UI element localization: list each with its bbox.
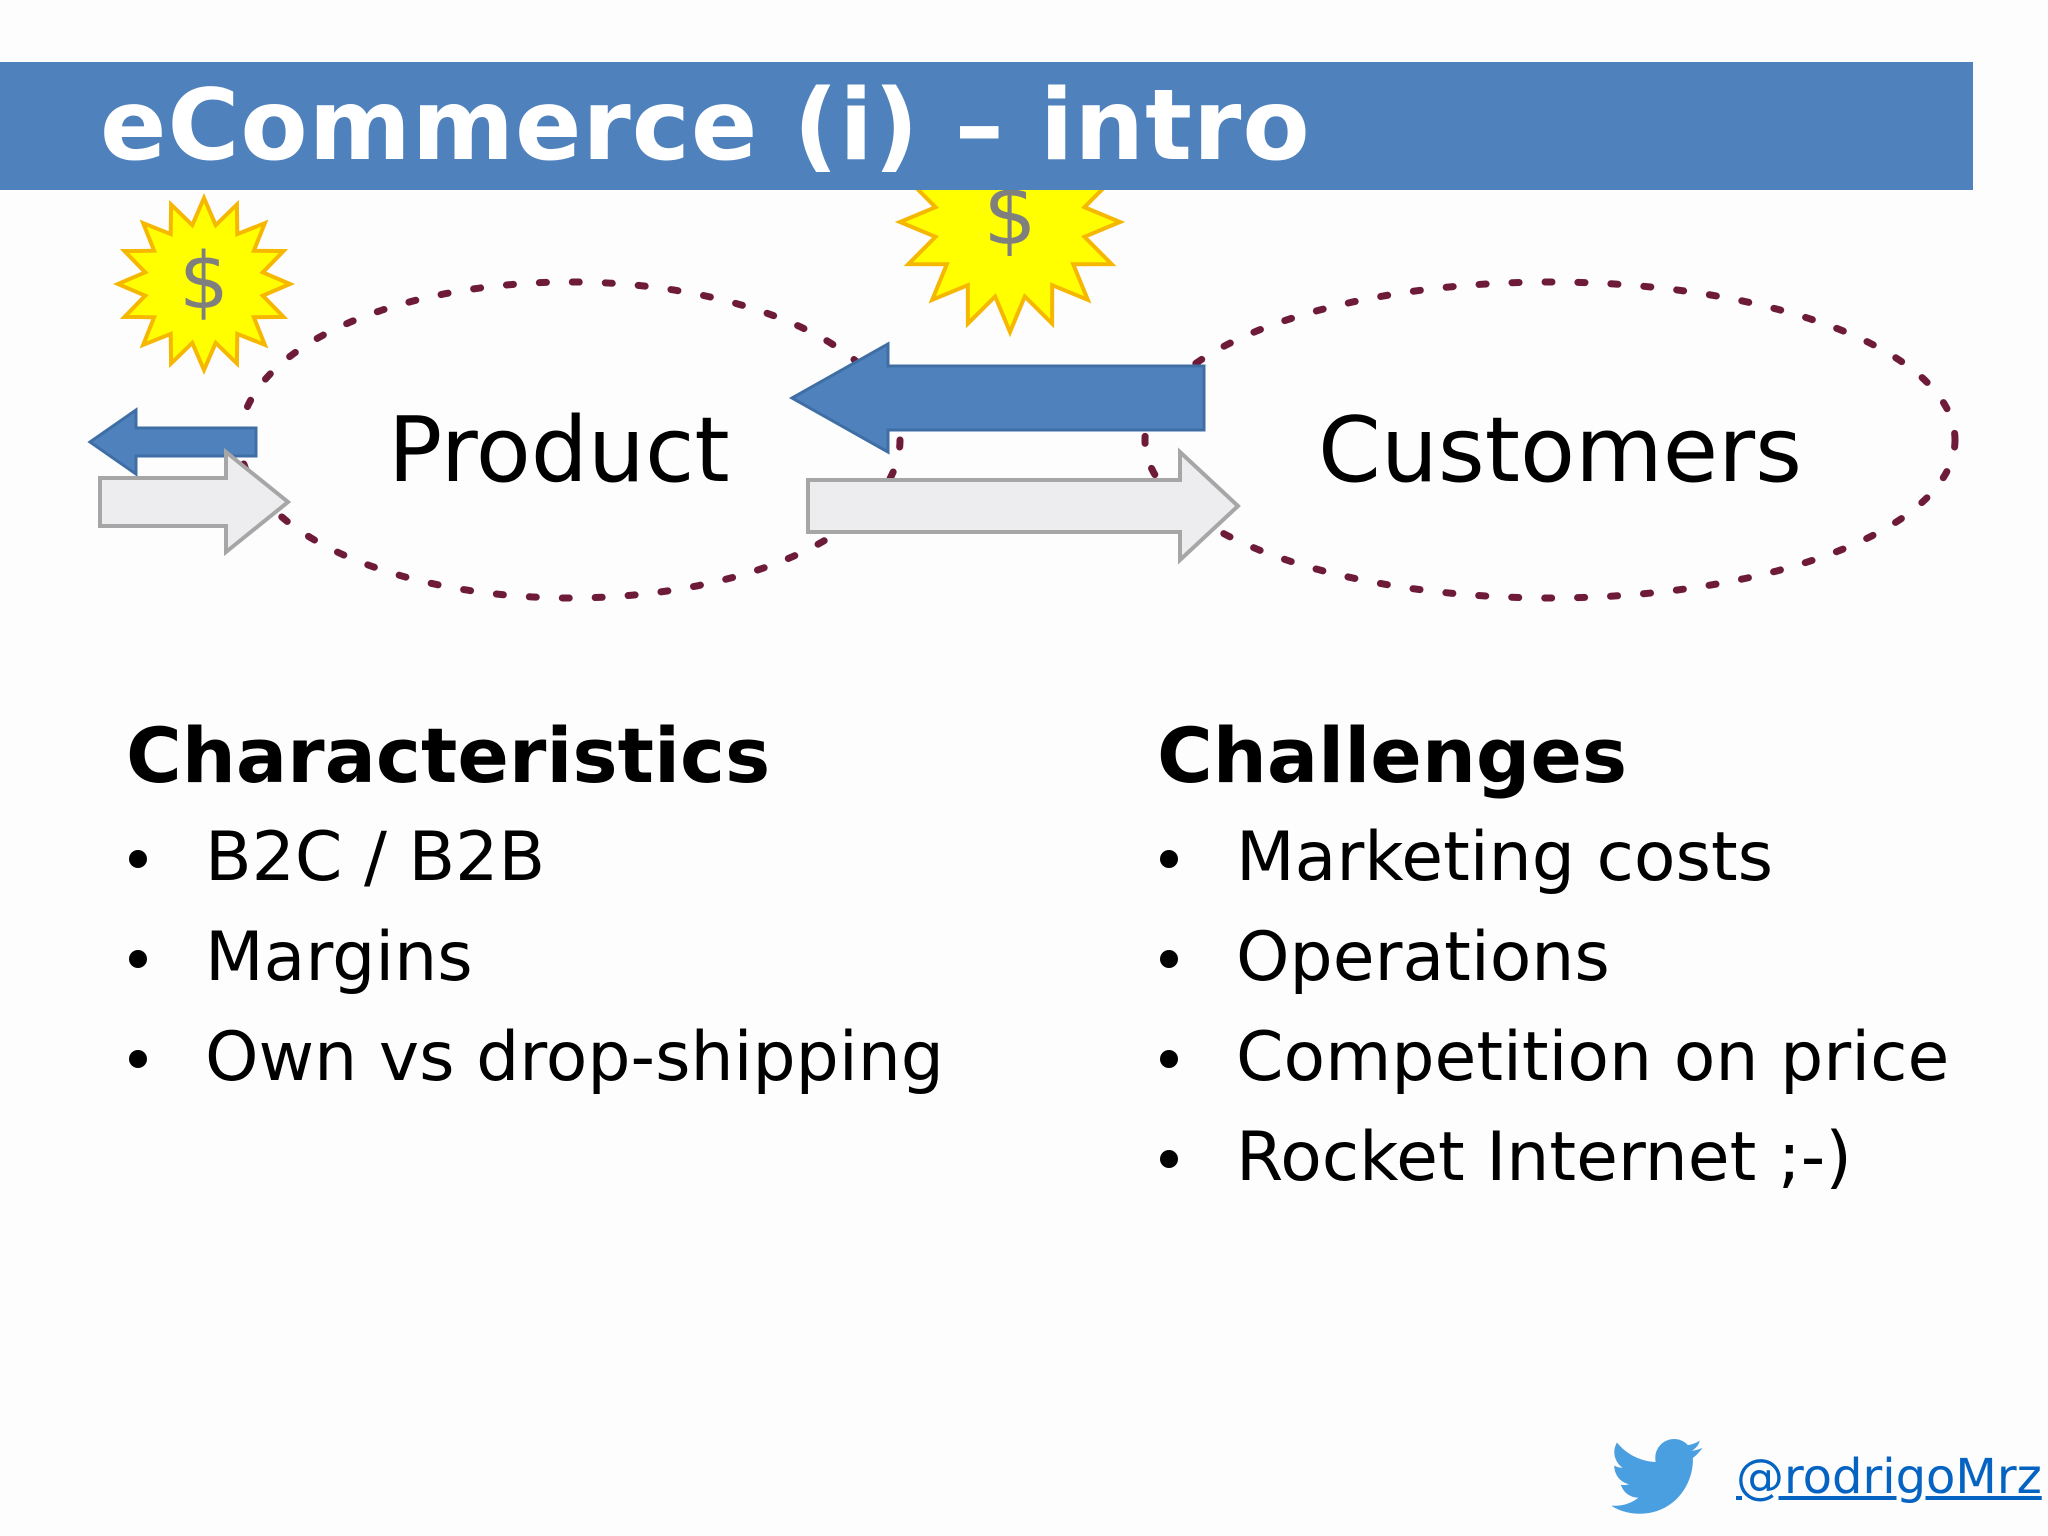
twitter-bird-icon — [1612, 1439, 1703, 1514]
list-item: Competition on price — [1157, 1008, 1949, 1108]
starburst-left — [112, 192, 296, 376]
money-arrow-middle — [788, 341, 1206, 455]
list-item-text: Marketing costs — [1236, 818, 1774, 897]
challenges-heading: Challenges — [1157, 711, 1628, 800]
characteristics-list: B2C / B2B Margins Own vs drop-shipping — [126, 808, 944, 1108]
bullet-icon — [1160, 850, 1178, 868]
list-item-text: Competition on price — [1236, 1018, 1950, 1097]
list-item-text: Margins — [205, 918, 473, 997]
list-item: Marketing costs — [1157, 808, 1949, 908]
slide-title: eCommerce (i) – intro — [100, 69, 1311, 183]
dollar-sign-left: $ — [179, 237, 229, 327]
list-item-text: Rocket Internet ;-) — [1236, 1118, 1852, 1197]
challenges-list: Marketing costs Operations Competition o… — [1157, 808, 1949, 1208]
characteristics-column: Characteristics B2C / B2B Margins Own vs… — [126, 708, 944, 1108]
twitter-handle-link[interactable]: @rodrigoMrz — [1736, 1449, 2042, 1505]
flow-arrow-left — [98, 447, 292, 557]
bullet-icon — [1160, 950, 1178, 968]
customers-loop — [1141, 278, 1959, 602]
title-bar: eCommerce (i) – intro — [0, 62, 1973, 190]
product-label: Product — [388, 398, 730, 503]
list-item: Operations — [1157, 908, 1949, 1008]
characteristics-heading: Characteristics — [126, 711, 771, 800]
list-item: Own vs drop-shipping — [126, 1008, 944, 1108]
challenges-column: Challenges Marketing costs Operations Co… — [1157, 708, 1949, 1208]
list-item-text: Own vs drop-shipping — [205, 1018, 944, 1097]
list-item: Rocket Internet ;-) — [1157, 1108, 1949, 1208]
dollar-sign-middle: $ — [983, 190, 1036, 264]
money-arrow-left — [87, 407, 258, 477]
flow-diagram: $ $ Product Customers — [0, 106, 2048, 630]
flow-arrow-middle — [806, 447, 1241, 565]
list-item-text: Operations — [1236, 918, 1610, 997]
bullet-icon — [1160, 1150, 1178, 1168]
bullet-icon — [1160, 1050, 1178, 1068]
customers-label: Customers — [1318, 398, 1803, 503]
twitter-handle: @rodrigoMrz — [1612, 1432, 2042, 1522]
bullet-icon — [129, 850, 147, 868]
bullet-icon — [129, 1050, 147, 1068]
list-item: B2C / B2B — [126, 808, 944, 908]
bullet-icon — [129, 950, 147, 968]
list-item: Margins — [126, 908, 944, 1008]
list-item-text: B2C / B2B — [205, 818, 546, 897]
